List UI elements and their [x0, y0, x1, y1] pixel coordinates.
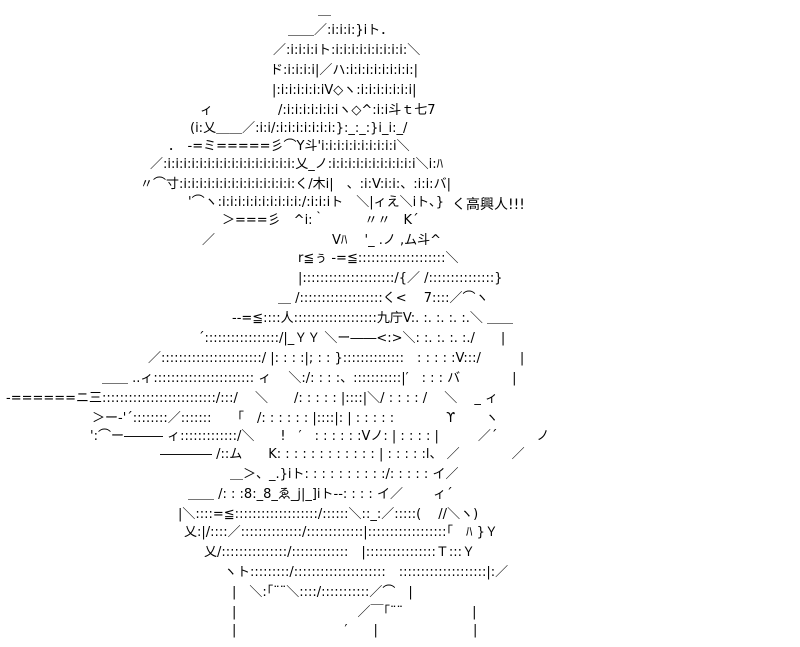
art-line: 〃⌒寸:i:i:i:i:i:i:i:i:i:i:i:i:i:i:く/木i| 、:…: [140, 177, 451, 192]
art-line: --=≦::::人:::::::::::::::::::九庁V:. :. :. …: [232, 311, 513, 326]
art-line: r≦ぅ -=≦::::::::::::::::::::＼: [298, 251, 459, 266]
art-line: ド:i:i:i:i|／ハ:i:i:i:i:i:i:i:i:|: [270, 63, 419, 78]
art-line: 乂:|/::::／::::::::::::::/:::::::::::::|::…: [184, 525, 498, 540]
art-line: ィ /:i:i:i:i:i:i:iヽ◇^:i:i斗ｔ七7: [200, 103, 436, 118]
art-line: ＞===彡 ^i:｀ 〃〃 K´: [222, 213, 419, 228]
art-line: ＿＞、_.}iト: : : : : : : : : :/: : : : : イ／: [230, 467, 459, 482]
art-line: ＿ /:::::::::::::::::::く< 7::::／⌒ヽ: [278, 291, 489, 306]
art-line: ´:::::::::::::::::/|_ＹＹ ＼ー――<:>＼: :. :. …: [198, 331, 506, 346]
art-line: ヽト:::::::::/::::::::::::::::::::: ::::::…: [224, 565, 509, 580]
art-line: | ′ | |: [232, 623, 478, 638]
art-line: ―――― /::ム K: : : : : : : : : : : : | : :…: [160, 447, 525, 462]
art-line: ＿＿ /: : :8:_8_ゑ_j|_]iト--: : : : イ／ ィ´: [188, 487, 453, 502]
art-line: ＿＿ ..ィ::::::::::::::::::::::: ィ ＼:/: : :…: [102, 371, 517, 386]
art-line: -======ニ三::::::::::::::::::::::::::/:::/…: [6, 391, 499, 406]
art-line: ／:i:i:i:iト:i:i:i:i:i:i:i:i:i:＼: [273, 43, 421, 58]
art-line: ／:i:i:i:i:i:i:i:i:i:i:i:i:i:i:i:i:乂_ノ:i:…: [150, 157, 444, 172]
art-line: ． -=ミ=====彡⌒Y斗'i:i:i:i:i:i:i:i:i:i＼: [168, 139, 410, 154]
art-line: ＿: [318, 3, 332, 18]
art-line: |:::::::::::::::::::::/{／ /:::::::::::::…: [298, 271, 503, 286]
art-line: ＿＿／:i:i:i:}iト．: [288, 23, 394, 38]
art-line: | ＼:｢¨¨＼::::/:::::::::::／⌒ |: [232, 585, 413, 600]
art-line: ':⌒ー――― ィ:::::::::::::/＼ ! ′ : : : : : :…: [90, 429, 550, 444]
speech-text: く高興人!!!: [452, 197, 525, 213]
art-line: (i:乂＿＿／:i:i/:i:i:i:i:i:i:i:}:_:_:}i_i:_/: [190, 121, 408, 136]
art-line: ／:::::::::::::::::::::::/ |: : : :|; : :…: [148, 351, 525, 366]
art-line: 乂/:::::::::::::::/::::::::::::: |:::::::…: [204, 545, 475, 560]
art-line: |＼::::=≦:::::::::::::::::::/::::::＼::_:／…: [178, 507, 479, 522]
art-line: | ／￣｢¨¨ |: [232, 605, 477, 620]
art-line: ＞ー-'´::::::::／::::::: ｢ /: : : : : : |::…: [92, 411, 499, 426]
art-line: ／ Vﾊ '_ .ノ ,ム斗^: [202, 233, 442, 248]
art-line: '⌒ヽ:i:i:i:i:i:i:i:i:i:i:/:i:i:iト ＼|ィえ＼iト…: [188, 195, 444, 210]
art-line: |:i:i:i:i:i:iV◇ヽ:i:i:i:i:i:i:i|: [272, 83, 417, 98]
